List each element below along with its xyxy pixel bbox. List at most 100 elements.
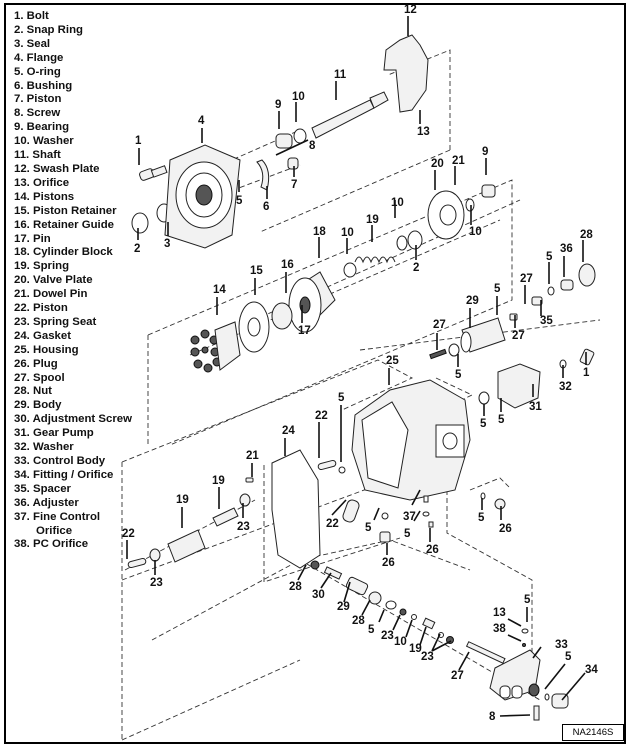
part-nut-right [578, 263, 596, 287]
callout: 2 [134, 243, 140, 255]
callout: 10 [391, 197, 404, 209]
part-nut-28-mid [368, 591, 382, 605]
legend-item-label: 10. Washer [14, 135, 74, 148]
part-screw-8-bottom [533, 705, 540, 721]
legend-item-label: 38. PC Orifice [14, 538, 89, 551]
part-piston-22-mid [342, 499, 360, 523]
callout: 1 [135, 135, 142, 147]
callout: 28 [352, 615, 365, 627]
callout: 31 [529, 401, 542, 413]
callout: 27 [433, 319, 446, 331]
part-body [460, 317, 506, 353]
callout: 27 [520, 273, 533, 285]
legend-item-label: 7. Piston [14, 93, 62, 106]
callout: 5 [404, 528, 411, 540]
legend-item: 9. Bearing [14, 121, 132, 135]
legend-item: 15. Piston Retainer [14, 205, 132, 219]
legend-item: 14. Pistons [14, 191, 132, 205]
part-flange [164, 144, 241, 249]
legend-item-label: 17. Pin [14, 232, 51, 245]
part-adjustment-screw [323, 566, 343, 580]
legend-item: 3. Seal [14, 38, 132, 52]
callout: 3 [164, 238, 170, 250]
callout: 5 [478, 512, 485, 524]
part-bolt [139, 165, 168, 181]
legend-item-label: 9. Bearing [14, 121, 70, 134]
legend-item: 19. Spring [14, 260, 132, 274]
part-control-body [489, 649, 541, 701]
part-bolt-right [579, 348, 595, 366]
part-body-29-bottom [345, 576, 369, 596]
part-plug-26-mid [428, 521, 434, 528]
figure-code-label: NA2146S [562, 724, 624, 741]
legend-item: 25. Housing [14, 344, 132, 358]
legend-item-label: 25. Housing [14, 343, 79, 356]
part-cylinder-block [288, 271, 336, 333]
part-spring-center [354, 256, 396, 264]
callout: 28 [580, 229, 593, 241]
legend-item: 24. Gasket [14, 330, 132, 344]
legend-item: 6. Bushing [14, 80, 132, 94]
callout: 16 [281, 259, 294, 271]
part-spool-left [429, 348, 447, 360]
callout: 22 [326, 518, 339, 530]
callout: 12 [404, 4, 417, 16]
callout: 23 [421, 651, 434, 663]
legend-item: 36. Adjuster [14, 497, 132, 511]
callout: 36 [560, 243, 573, 255]
part-pistons [190, 321, 241, 373]
callout: 19 [409, 643, 422, 655]
legend-item-label: 21. Dowel Pin [14, 288, 88, 301]
callout: 4 [198, 115, 205, 127]
part-snap-ring-mid [407, 230, 423, 250]
callout: 22 [315, 410, 328, 422]
callout: 26 [382, 557, 395, 569]
callout: 19 [212, 475, 225, 487]
parts-drawing [127, 34, 596, 721]
callout: 1 [583, 367, 590, 379]
part-adjuster [560, 279, 574, 291]
legend-item-label: 3. Seal [14, 37, 51, 50]
legend-item: 8. Screw [14, 107, 132, 121]
callout: 19 [176, 494, 189, 506]
callout: 5 [236, 195, 243, 207]
part-bearing [275, 133, 293, 149]
callout: 5 [455, 369, 462, 381]
legend-item-label: 15. Piston Retainer [14, 204, 117, 217]
part-piston-22-top [317, 459, 337, 471]
callout: 8 [489, 711, 496, 723]
callout: 7 [291, 179, 297, 191]
legend-item-label: 8. Screw [14, 107, 61, 120]
callout: 38 [493, 623, 506, 635]
callout: 5 [494, 283, 501, 295]
legend-item: 16. Retainer Guide [14, 219, 132, 233]
part-spring-19-small [212, 507, 239, 527]
part-dowel-pin [245, 477, 254, 483]
callout: 10 [394, 636, 407, 648]
legend-item: 22. Piston [14, 302, 132, 316]
part-shaft [311, 91, 389, 139]
part-spool-27-bottom [465, 641, 506, 664]
callout: 27 [512, 330, 525, 342]
legend-item: 31. Gear Pump [14, 427, 132, 441]
legend-item: 35. Spacer [14, 483, 132, 497]
legend-item-label: 14. Pistons [14, 190, 75, 203]
callout: 5 [365, 522, 372, 534]
legend-item-label: 24. Gasket [14, 329, 71, 342]
part-housing [351, 379, 471, 501]
callout: 37 [403, 511, 416, 523]
callout: 33 [555, 639, 568, 651]
callout: 30 [312, 589, 325, 601]
legend-item-label: 31. Gear Pump [14, 427, 94, 440]
callout: 26 [426, 544, 439, 556]
part-plug-26-right [494, 498, 506, 510]
legend-item: 38. PC Orifice [14, 538, 132, 552]
legend-item-label: 13. Orifice [14, 176, 70, 189]
legend-item-label: 36. Adjuster [14, 496, 79, 509]
callout: 8 [309, 140, 316, 152]
callout: 5 [565, 651, 572, 663]
legend-item-label: 37. Fine Control [14, 510, 101, 523]
legend-item-label: 29. Body [14, 399, 62, 412]
